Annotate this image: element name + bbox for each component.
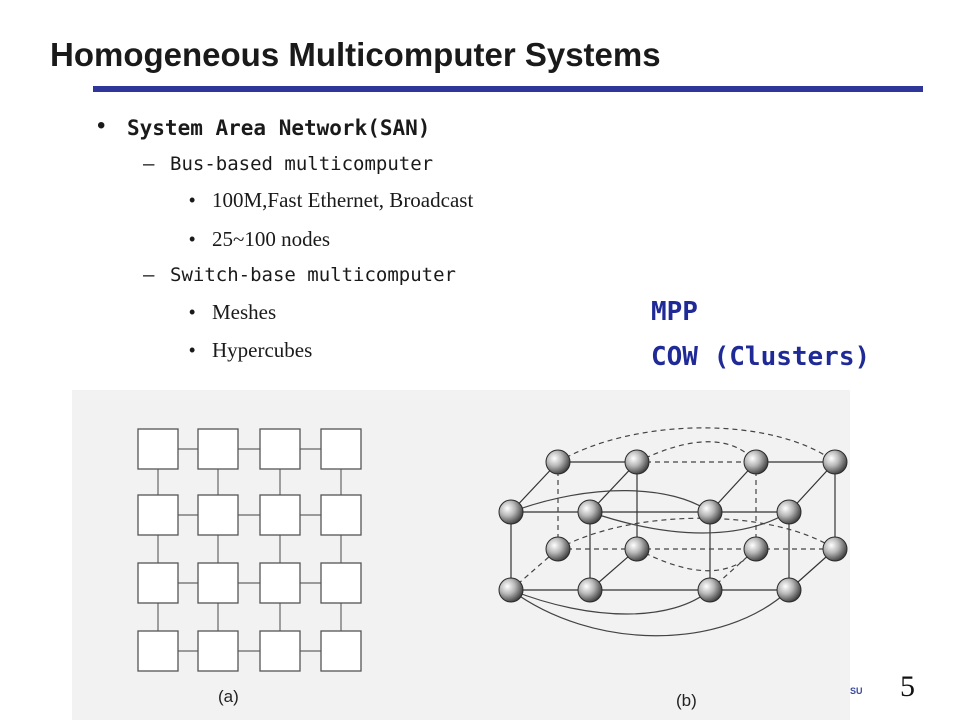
bullet-icon: • <box>97 112 106 139</box>
cube-node <box>577 499 603 525</box>
mesh-node <box>197 428 239 470</box>
cube-node <box>822 449 848 475</box>
switch-item: Meshes <box>212 300 277 324</box>
cube-long-link <box>510 589 790 637</box>
mesh-topology <box>137 428 362 672</box>
cube-long-link <box>510 589 711 615</box>
mesh-node <box>320 494 362 536</box>
cube-node <box>498 577 524 603</box>
san-heading: System Area Network(SAN) <box>127 116 431 140</box>
figure-label-a: (a) <box>218 687 239 706</box>
mesh-node <box>197 630 239 672</box>
page-number: 5 <box>900 670 915 703</box>
cube-long-link <box>636 441 757 463</box>
mesh-node <box>320 630 362 672</box>
cube-node <box>822 536 848 562</box>
cube-node <box>697 577 723 603</box>
cube-node <box>624 449 650 475</box>
cube-long-link <box>636 548 757 572</box>
dash-icon: – <box>143 264 155 286</box>
switch-based-label: Switch-base multicomputer <box>170 264 456 286</box>
cube-node <box>697 499 723 525</box>
cube-long-link <box>589 511 790 534</box>
figure-label-b: (b) <box>676 691 697 710</box>
dash-icon: – <box>143 153 155 175</box>
cube-node <box>545 449 571 475</box>
mesh-node <box>197 494 239 536</box>
mesh-node <box>137 630 179 672</box>
topology-diagram <box>137 427 848 672</box>
mesh-node <box>137 494 179 536</box>
switch-item: Hypercubes <box>212 338 313 362</box>
cube-node <box>776 577 802 603</box>
title-underline <box>93 86 923 92</box>
bullet-icon: • <box>189 340 196 360</box>
bullet-icon: • <box>189 302 196 322</box>
cube-node <box>545 536 571 562</box>
topology-figure: (a) (b) <box>72 390 850 720</box>
mesh-node <box>259 494 301 536</box>
callout-mpp: MPP <box>651 297 698 327</box>
bullet-icon: • <box>189 229 196 249</box>
mesh-node <box>320 428 362 470</box>
slide-title: Homogeneous Multicomputer Systems <box>50 36 661 73</box>
cube-long-link <box>510 490 711 513</box>
cube-long-link <box>557 427 836 463</box>
cube-node <box>577 577 603 603</box>
hypercube-topology <box>498 427 848 637</box>
mesh-node <box>320 562 362 604</box>
corner-mark: SU <box>850 686 863 696</box>
mesh-node <box>259 562 301 604</box>
cube-node <box>624 536 650 562</box>
bus-item: 100M,Fast Ethernet, Broadcast <box>212 188 474 212</box>
mesh-node <box>137 428 179 470</box>
mesh-node <box>137 562 179 604</box>
cube-node <box>498 499 524 525</box>
callout-cow: COW (Clusters) <box>651 342 871 372</box>
cube-node <box>776 499 802 525</box>
cube-node <box>743 449 769 475</box>
bus-item: 25~100 nodes <box>212 227 331 251</box>
mesh-node <box>259 630 301 672</box>
cube-node <box>743 536 769 562</box>
mesh-node <box>197 562 239 604</box>
bullet-icon: • <box>189 190 196 210</box>
mesh-node <box>259 428 301 470</box>
bus-based-label: Bus-based multicomputer <box>170 153 434 175</box>
